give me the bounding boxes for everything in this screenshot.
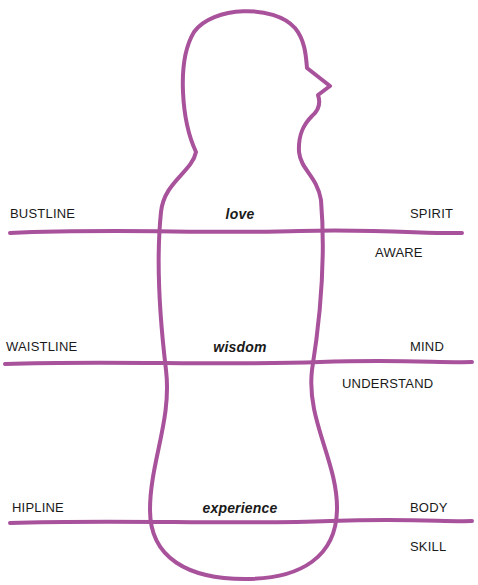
aspect-word: MIND [410,339,444,355]
quality-word: experience [202,500,277,517]
body-outline [150,11,337,579]
line-name: HIPLINE [12,500,64,516]
bustline-line [10,231,462,234]
waistline-line [5,361,472,364]
aspect-word: SPIRIT [410,206,453,222]
line-name: WAISTLINE [6,339,77,355]
verb-word: SKILL [410,539,446,555]
verb-word: AWARE [375,245,423,261]
aspect-word: BODY [410,500,448,516]
verb-word: UNDERSTAND [342,376,433,392]
quality-word: love [226,206,255,223]
line-name: BUSTLINE [10,206,75,222]
hipline-line [10,520,472,523]
quality-word: wisdom [213,339,266,356]
